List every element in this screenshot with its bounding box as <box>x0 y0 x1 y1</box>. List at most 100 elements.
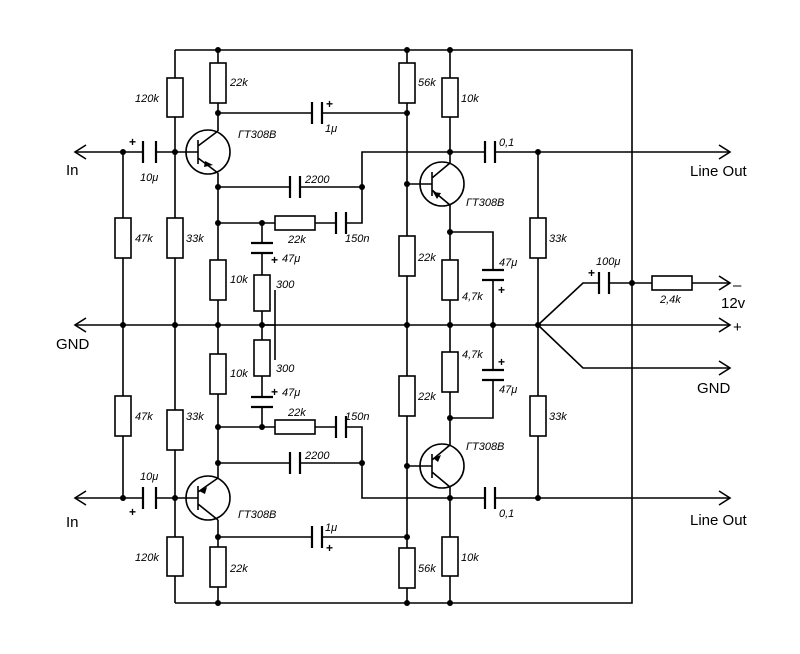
resistor-120k-bot <box>166 536 184 577</box>
capacitor-47u-left-bot <box>251 395 273 409</box>
resistor-22k-fb-bot <box>274 419 316 435</box>
label-supply-voltage: 12v <box>721 295 746 312</box>
capacitor-in-bot <box>141 487 158 509</box>
plus-c-in-top: + <box>129 135 136 149</box>
plus-c-47u-left-top: + <box>271 253 278 267</box>
label-56k-top: 56k <box>418 77 436 89</box>
capacitor-2200-bot <box>288 452 302 474</box>
plus-c-47u-right-top: + <box>498 283 505 297</box>
label-300-bot: 300 <box>276 363 295 375</box>
resistor-300-top <box>253 274 271 312</box>
transistor-q1 <box>185 129 231 175</box>
arrows <box>73 144 732 506</box>
label-47k-top: 47k <box>135 233 153 245</box>
label-2k4: 2,4k <box>659 294 681 306</box>
label-c-100u: 100μ <box>596 256 620 268</box>
plus-c-in-bot: + <box>129 505 136 519</box>
capacitor-100u <box>597 272 611 294</box>
label-120k-bot: 120k <box>135 552 159 564</box>
label-120k-top: 120k <box>135 93 159 105</box>
capacitor-in-top <box>141 141 158 163</box>
transistor-q2 <box>407 161 465 207</box>
label-c-47u-left-top: 47μ <box>282 253 300 265</box>
plus-c-100u: + <box>588 266 595 280</box>
label-q4: ГТ308В <box>238 509 276 521</box>
resistor-10k-bot <box>441 536 459 577</box>
label-c-150n-bot: 150n <box>345 411 369 423</box>
arrow-supply-minus <box>718 275 732 291</box>
arrow-gnd-right <box>718 360 732 376</box>
wire-gnd-right <box>537 324 730 369</box>
plus-c-47u-right-bot: + <box>498 355 505 369</box>
label-in-bottom: In <box>66 514 79 531</box>
resistor-4k7-bot <box>441 351 459 393</box>
arrow-in-bottom <box>73 490 87 506</box>
label-10k-mid-bot: 10k <box>230 368 248 380</box>
capacitor-1u-top <box>310 102 324 124</box>
label-10k-mid-top: 10k <box>230 274 248 286</box>
resistor-22k-mid-top <box>398 235 416 277</box>
capacitor-47u-left-top <box>251 241 273 255</box>
resistor-2k4 <box>651 275 693 291</box>
label-300-top: 300 <box>276 279 295 291</box>
arrow-gnd-left <box>73 317 87 333</box>
label-4k7-bot: 4,7k <box>462 349 483 361</box>
capacitor-out-top <box>483 141 497 163</box>
label-33k-bot: 33k <box>186 411 204 423</box>
label-gnd-right: GND <box>697 380 731 397</box>
label-22k-mid-top: 22k <box>417 252 436 264</box>
capacitor-labels: 10μ 1μ 0,1 2200 150n 47μ 47μ 100μ 47μ 47… <box>140 123 620 534</box>
label-c-1u-top: 1μ <box>325 123 337 135</box>
label-c-47u-left-bot: 47μ <box>282 387 300 399</box>
rail-frame <box>175 49 633 604</box>
resistor-56k-bot <box>398 547 416 589</box>
resistor-56k-top <box>398 62 416 104</box>
label-10k-top: 10k <box>461 93 479 105</box>
capacitor-47u-right-bot <box>482 368 504 382</box>
arrow-out-bottom <box>718 490 732 506</box>
label-22k-bot-col: 22k <box>229 563 248 575</box>
resistor-10k-mid-top <box>209 259 227 301</box>
resistor-22k-mid-bot <box>398 375 416 417</box>
label-gnd-left: GND <box>56 336 90 353</box>
resistor-33k-bot <box>166 409 184 451</box>
label-c-2200-bot: 2200 <box>304 450 330 462</box>
wire-47u-right-bottom <box>450 325 494 419</box>
transistor-q3 <box>407 443 465 489</box>
plus-c-47u-left-bot: + <box>271 385 278 399</box>
resistor-33k-right-bot <box>529 395 547 437</box>
junction-dots <box>120 47 635 606</box>
capacitor-out-bot <box>483 487 497 509</box>
resistor-22k-bot-col <box>209 546 227 588</box>
wire-fb-top <box>218 187 363 224</box>
label-22k-mid-bot: 22k <box>417 391 436 403</box>
resistor-10k-top <box>441 77 459 118</box>
arrow-in-top <box>73 144 87 160</box>
wire-2200-bottom <box>218 462 450 499</box>
label-4k7-top: 4,7k <box>462 291 483 303</box>
capacitor-47u-right-top <box>482 268 504 282</box>
wire-47u-right-top <box>450 231 494 325</box>
label-10k-bot: 10k <box>461 552 479 564</box>
plus-c-1u-top: + <box>326 97 333 111</box>
resistor-33k-right-top <box>529 217 547 259</box>
capacitor-1u-bot <box>310 526 324 548</box>
polarity-marks: + + + + + + + + + <box>129 97 595 555</box>
capacitor-2200-top <box>288 176 302 198</box>
resistor-labels: 120k 22k 56k 10k 47k 33k 10k 22k 300 22k… <box>135 77 681 575</box>
label-supply-plus: + <box>733 319 742 336</box>
port-labels: In GND In Line Out Line Out – 12v + GND <box>56 162 748 531</box>
wire-supply-minus <box>537 282 730 326</box>
label-q2: ГТ308В <box>466 197 504 209</box>
resistor-10k-mid-bot <box>209 353 227 395</box>
arrow-supply-plus <box>718 317 732 333</box>
label-22k-top-col: 22k <box>229 77 248 89</box>
label-q3: ГТ308В <box>466 441 504 453</box>
label-supply-minus: – <box>733 277 742 294</box>
label-33k-right-top: 33k <box>549 233 567 245</box>
resistor-47k-top <box>114 217 132 259</box>
capacitors <box>141 102 611 548</box>
wire-fb-bottom <box>218 426 363 463</box>
